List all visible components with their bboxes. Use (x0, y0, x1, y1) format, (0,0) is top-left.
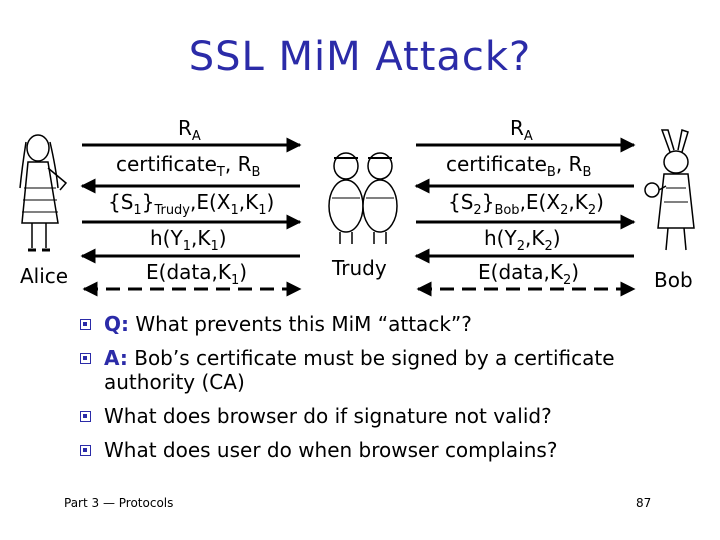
left-msg-data: E(data,K1) (146, 260, 247, 288)
bullet-list: Q: What prevents this MiM “attack”? A: B… (80, 312, 680, 472)
bullet-browser-question: What does browser do if signature not va… (80, 404, 680, 428)
right-msg-ra: RA (510, 116, 533, 144)
bullet-box-icon (80, 411, 91, 422)
bullet-box-icon (80, 445, 91, 456)
bullet-tag: A: (104, 346, 128, 370)
left-msg-ra: RA (178, 116, 201, 144)
bullet-text: What does browser do if signature not va… (104, 404, 552, 428)
right-msg-hash: h(Y2,K2) (484, 226, 561, 254)
bullet-tag: Q: (104, 312, 129, 336)
page-number: 87 (636, 496, 651, 510)
bullet-answer: A: Bob’s certificate must be signed by a… (80, 346, 680, 394)
bullet-text: What does user do when browser complains… (104, 438, 557, 462)
left-msg-hash: h(Y1,K1) (150, 226, 227, 254)
bullet-box-icon (80, 319, 91, 330)
bullet-text: What prevents this MiM “attack”? (129, 312, 472, 336)
right-msg-key-exchange: {S2}Bob,E(X2,K2) (448, 190, 604, 218)
bullet-text: Bob’s certificate must be signed by a ce… (104, 346, 615, 394)
right-msg-certificate: certificateB, RB (446, 152, 591, 180)
bullet-box-icon (80, 353, 91, 364)
left-msg-certificate: certificateT, RB (116, 152, 260, 180)
left-msg-key-exchange: {S1}Trudy,E(X1,K1) (108, 190, 274, 218)
footer-text: Part 3 — Protocols (64, 496, 173, 510)
bullet-user-question: What does user do when browser complains… (80, 438, 680, 462)
right-msg-data: E(data,K2) (478, 260, 579, 288)
bullet-question: Q: What prevents this MiM “attack”? (80, 312, 680, 336)
